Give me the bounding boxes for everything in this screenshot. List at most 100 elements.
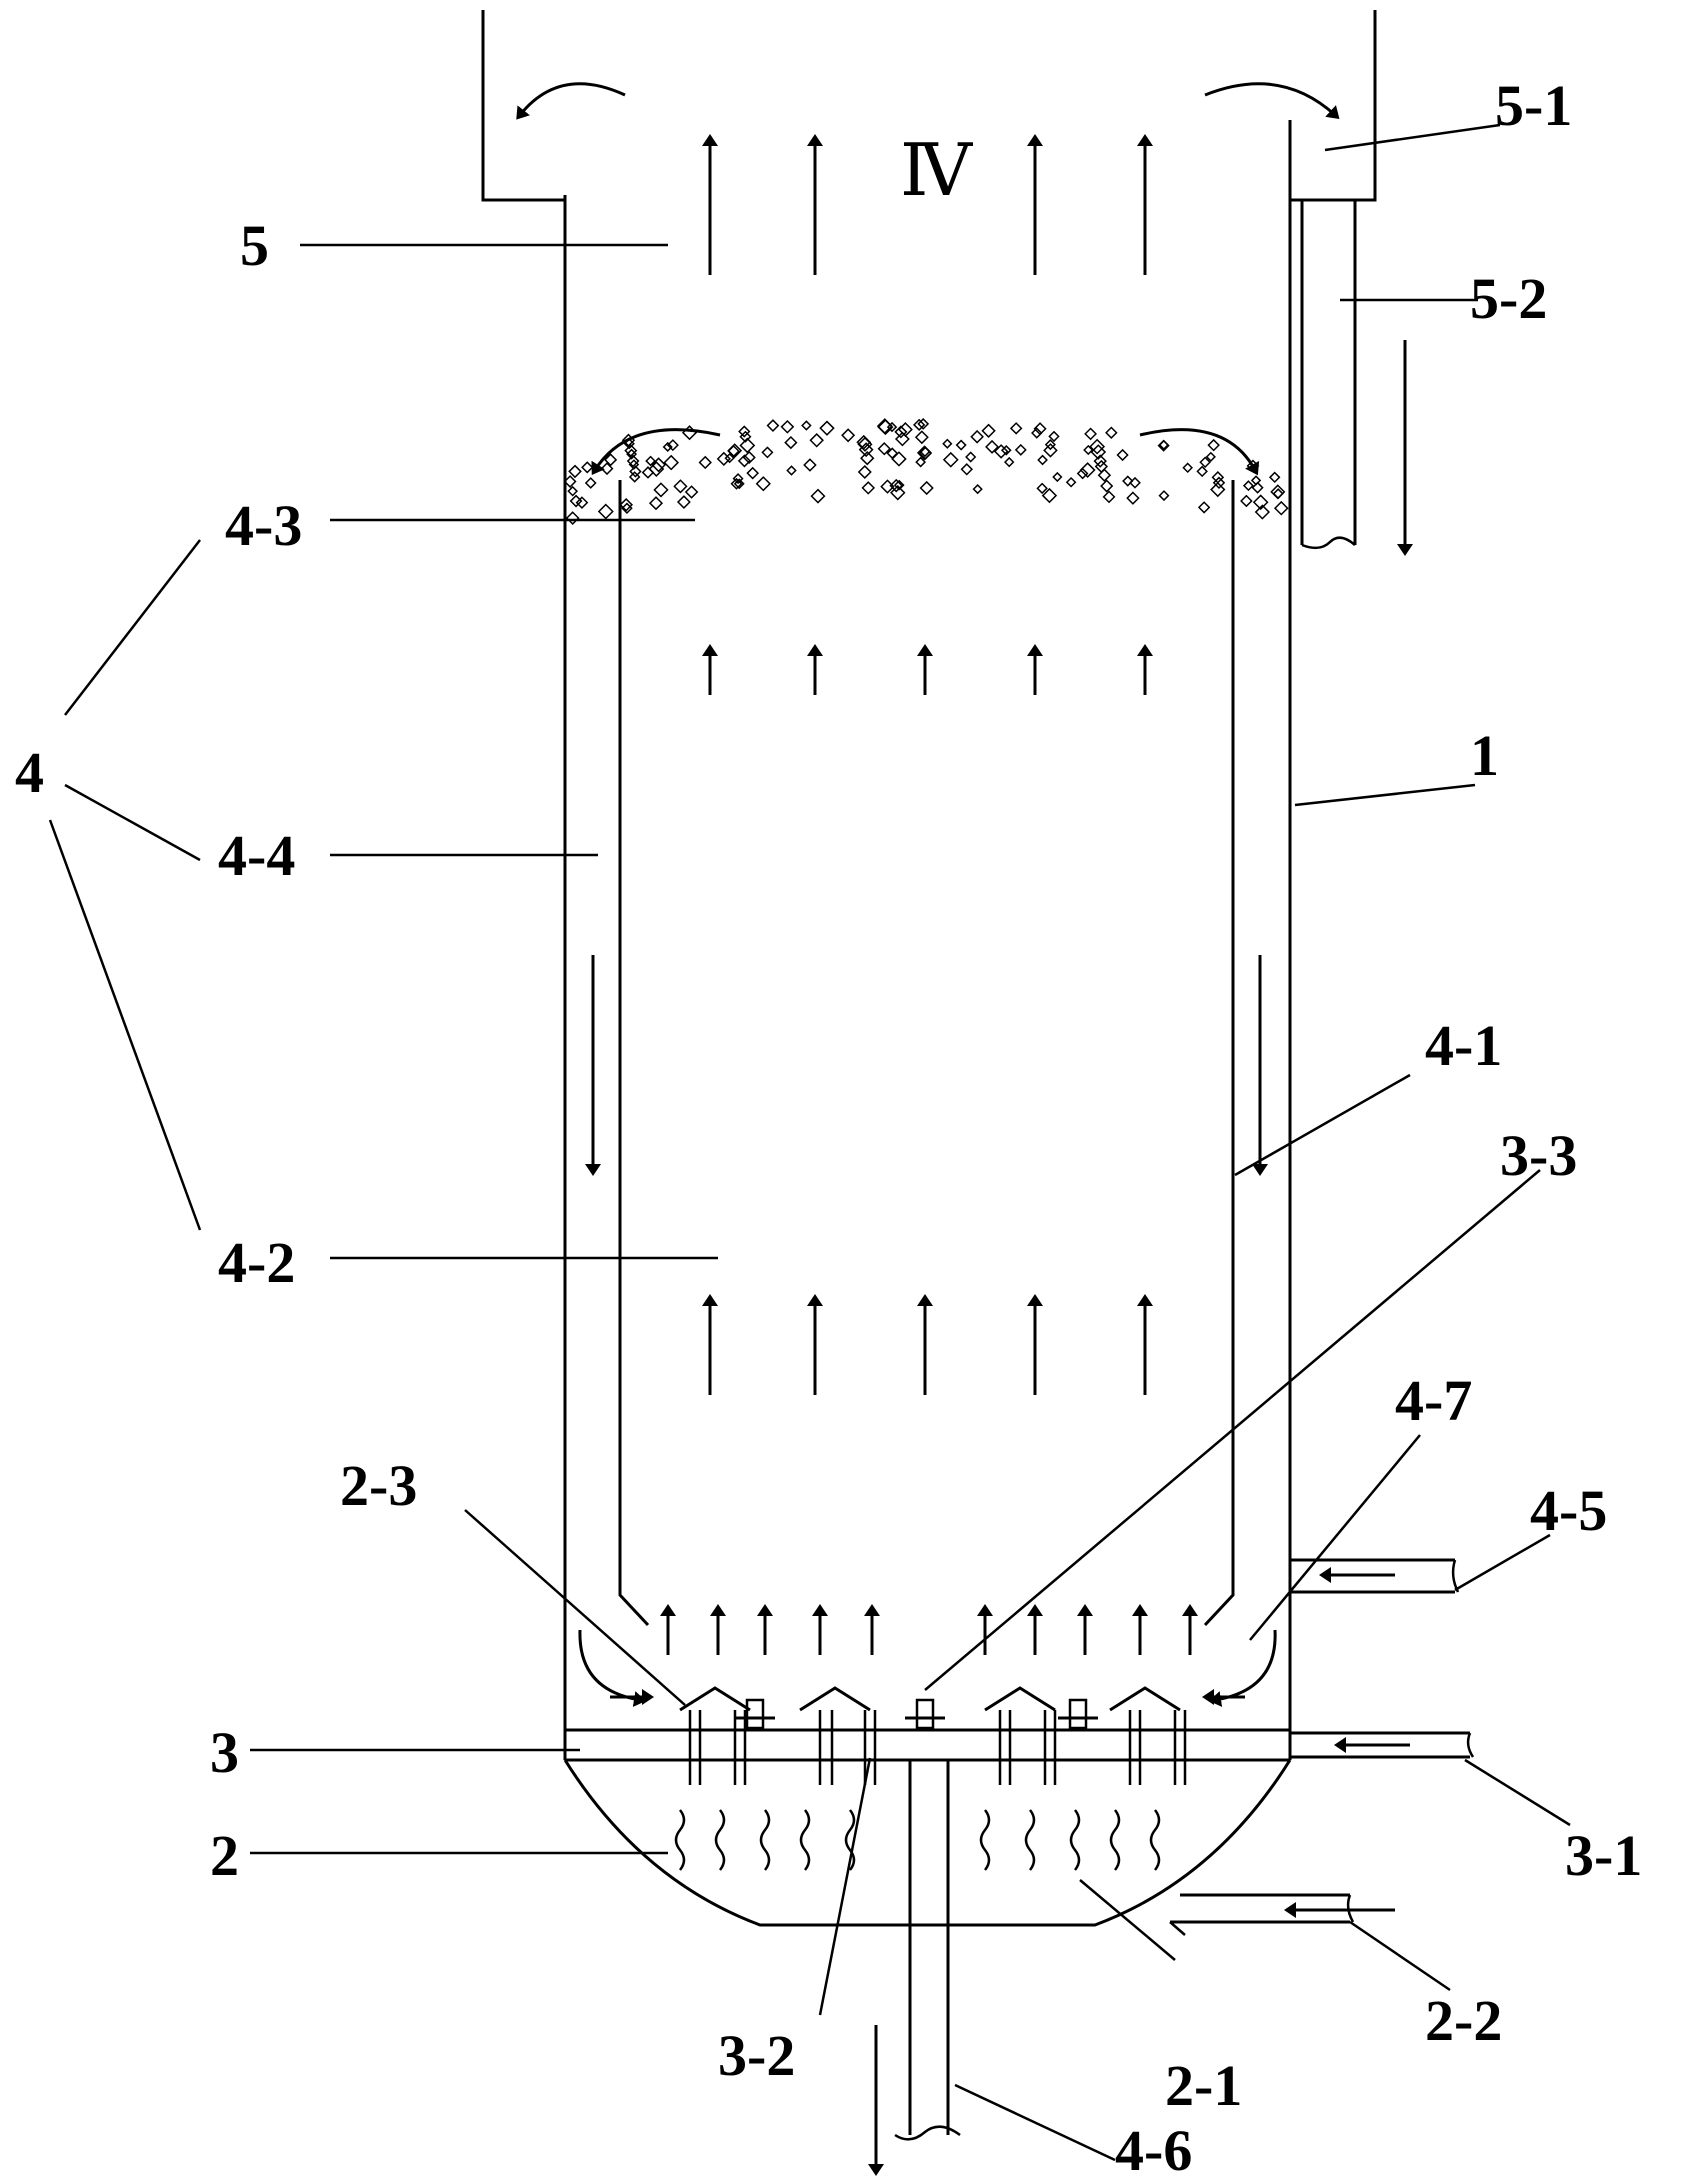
particle <box>893 479 905 491</box>
circulation-arrows <box>516 82 1340 1707</box>
particle <box>1065 476 1077 488</box>
flow-arrows <box>585 134 1413 2176</box>
particle <box>1196 465 1208 478</box>
particle <box>960 463 974 476</box>
plate-nozzles <box>735 1698 1098 1730</box>
particle <box>894 431 910 447</box>
particle <box>819 420 835 436</box>
wavy-line <box>1069 1809 1081 1871</box>
zone-label: Ⅳ <box>900 131 973 211</box>
particle <box>663 454 680 471</box>
particle <box>861 481 876 495</box>
particle <box>732 473 744 485</box>
particle <box>889 478 904 493</box>
particle <box>1094 459 1109 474</box>
particle <box>1000 444 1012 456</box>
particle <box>563 475 577 488</box>
particle <box>727 444 740 458</box>
label-3-1: 3-1 <box>1565 1823 1642 1888</box>
particle <box>780 419 795 434</box>
particle <box>1158 490 1170 502</box>
wavy-line <box>799 1809 811 1871</box>
particle <box>739 430 752 443</box>
particle <box>1037 454 1048 466</box>
wavy-line <box>714 1809 726 1871</box>
particle <box>917 418 930 430</box>
particle <box>648 461 665 477</box>
particle <box>1207 438 1220 452</box>
particle <box>698 455 712 470</box>
particle <box>891 451 907 467</box>
particle <box>761 446 774 459</box>
label-5-2: 5-2 <box>1470 266 1547 331</box>
particle <box>801 420 812 431</box>
particle <box>755 476 771 492</box>
particle <box>784 435 798 450</box>
particle <box>1242 480 1254 492</box>
label-2: 2 <box>210 1823 239 1888</box>
central-discharge-pipe <box>894 1760 961 2141</box>
particle <box>1126 491 1140 505</box>
particle <box>1122 475 1134 487</box>
particle <box>724 452 735 464</box>
particle <box>942 451 959 468</box>
particle <box>676 495 691 509</box>
particle <box>1251 481 1264 494</box>
particle <box>1090 444 1107 460</box>
particle <box>1048 430 1060 443</box>
label-2-2: 2-2 <box>1425 1988 1502 2053</box>
side-inlet-pipe-3-1 <box>1290 1731 1475 1759</box>
particle <box>1076 467 1089 480</box>
particle <box>915 456 927 468</box>
wavy-line <box>844 1809 856 1871</box>
labels: Ⅳ 5-1 5 5-2 4-3 4 4-4 1 4-1 3-3 4-2 4-7 … <box>15 73 1642 2177</box>
label-2-3: 2-3 <box>340 1453 417 1518</box>
label-3-2: 3-2 <box>718 2023 795 2088</box>
particle <box>919 480 934 496</box>
particle <box>604 453 618 467</box>
particle <box>803 458 817 472</box>
particle <box>597 503 614 520</box>
particle <box>1084 427 1098 441</box>
particle <box>955 439 967 451</box>
particle <box>1036 482 1048 495</box>
particle <box>972 484 983 495</box>
particle <box>809 433 824 448</box>
particle <box>918 446 933 460</box>
wavy-line <box>674 1809 686 1871</box>
particle <box>645 455 656 467</box>
particle <box>565 511 580 526</box>
leader-lines <box>48 123 1571 2162</box>
label-5-1: 5-1 <box>1495 73 1572 138</box>
particle <box>1272 488 1284 500</box>
particle <box>1052 471 1063 483</box>
particle-layer <box>563 418 1289 526</box>
particle <box>860 451 875 466</box>
particle <box>1273 500 1289 516</box>
particle <box>877 442 891 456</box>
particle <box>1252 494 1269 511</box>
particle <box>730 477 743 490</box>
particle <box>621 502 633 515</box>
particle <box>890 485 906 501</box>
wavy-line <box>1109 1809 1121 1871</box>
particle <box>1089 438 1106 455</box>
particle <box>1031 427 1043 439</box>
particle <box>942 438 953 449</box>
particle <box>1079 462 1096 479</box>
bottom-wavy-lines <box>674 1809 1161 1871</box>
label-5: 5 <box>240 213 269 278</box>
particle <box>567 485 579 497</box>
particle <box>858 442 874 458</box>
particle <box>1210 481 1226 498</box>
particle <box>1212 476 1226 490</box>
particle <box>641 466 655 479</box>
particle <box>648 496 664 511</box>
particle <box>681 425 698 441</box>
particle <box>1182 462 1194 474</box>
particle <box>965 451 977 463</box>
particle <box>568 464 582 479</box>
particle <box>628 471 641 483</box>
particle <box>985 439 999 454</box>
particle <box>1009 422 1023 435</box>
